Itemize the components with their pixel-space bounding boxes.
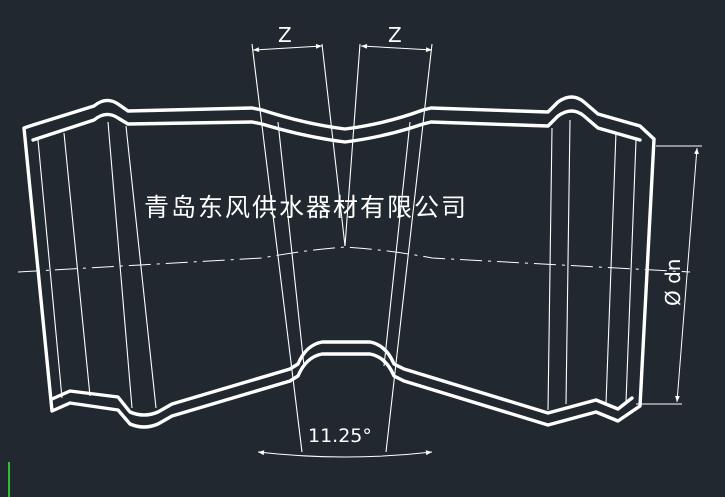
left-socket-line-2 <box>63 132 91 397</box>
joint-line-right-outer <box>385 43 433 453</box>
angle-dimension-arc <box>257 450 433 458</box>
joint-line-left-inner <box>321 43 346 247</box>
z-left-dimension-line <box>252 43 323 53</box>
left-socket-line-1 <box>37 139 63 399</box>
pipe-inner-top-contour <box>31 109 642 144</box>
z-right-label: Z <box>388 23 402 47</box>
joint-line-left-body <box>277 121 305 367</box>
z-right-dimension-line <box>360 43 433 53</box>
pipe-center-line <box>17 246 691 273</box>
right-socket-line-1 <box>547 127 553 411</box>
left-socket-line-3 <box>107 121 133 409</box>
left-socket-line-4 <box>125 125 157 409</box>
pipe-outer-outline <box>22 95 656 429</box>
joint-line-left-outer <box>251 43 303 453</box>
right-socket-line-4 <box>625 139 637 403</box>
joint-line-right-body <box>383 121 411 367</box>
diameter-label: Ø dn <box>661 259 685 306</box>
company-name-text: 青岛东风供水器材有限公司 <box>144 193 468 222</box>
right-socket-line-2 <box>565 119 571 405</box>
joint-line-right-inner <box>344 43 361 247</box>
diameter-dimension-line <box>675 147 699 403</box>
angle-label: 11.25° <box>308 425 372 447</box>
z-left-label: Z <box>278 23 292 47</box>
pipe-inner-bottom-contour <box>50 340 634 417</box>
